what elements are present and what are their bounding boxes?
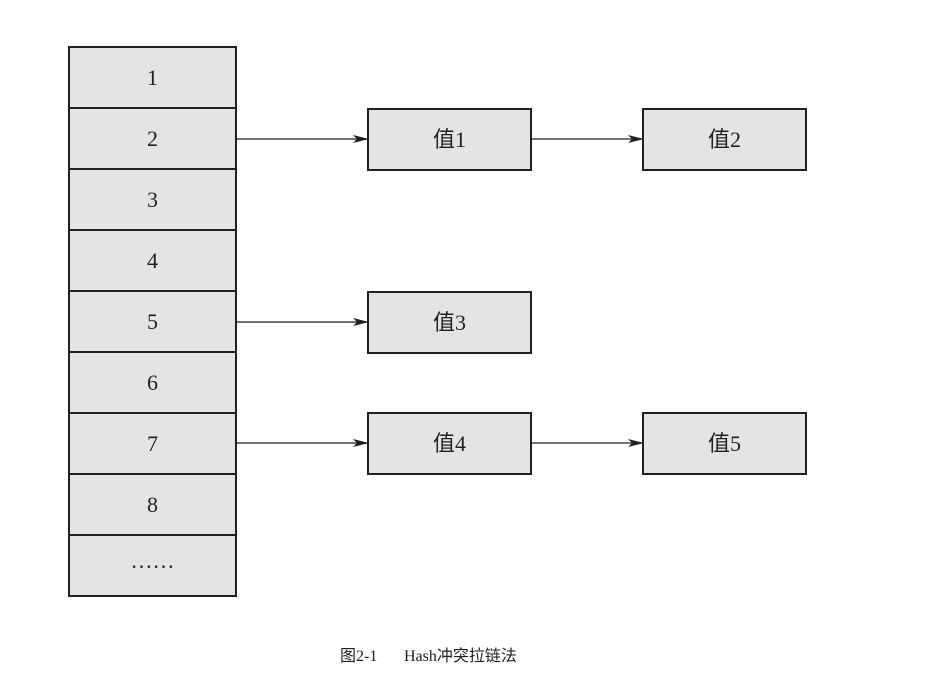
slot-box — [68, 351, 237, 414]
slot-box — [68, 229, 237, 292]
slot-label: 3 — [147, 187, 158, 212]
node-label: 值5 — [708, 431, 741, 456]
slot-label: 4 — [147, 248, 158, 273]
node-box — [642, 412, 807, 475]
node-label: 值4 — [433, 431, 466, 456]
hash-slot-7: 7 — [68, 412, 237, 475]
node-box — [367, 291, 532, 354]
hash-slot-4: 4 — [68, 229, 237, 292]
hash-slot-8: 8 — [68, 473, 237, 536]
node-box — [367, 412, 532, 475]
chain-node: 值2 — [642, 108, 807, 171]
hash-table: 1 2 3 4 5 6 7 8 — [68, 46, 237, 597]
slot-label: …… — [131, 548, 175, 573]
chain-node: 值5 — [642, 412, 807, 475]
node-label: 值1 — [433, 127, 466, 152]
hash-slot-3: 3 — [68, 168, 237, 231]
slot-label: 2 — [147, 126, 158, 151]
node-box — [642, 108, 807, 171]
slot-box — [68, 473, 237, 536]
figure-number: 图2-1 — [340, 648, 377, 665]
slot-label: 8 — [147, 492, 158, 517]
figure-title: Hash冲突拉链法 — [404, 647, 517, 665]
node-label: 值2 — [708, 127, 741, 152]
node-box — [367, 108, 532, 171]
slot-label: 7 — [147, 431, 158, 456]
slot-label: 6 — [147, 370, 158, 395]
hash-slot-5: 5 — [68, 290, 237, 353]
hash-slot-1: 1 — [68, 46, 237, 109]
slot-label: 5 — [147, 309, 158, 334]
figure-caption: 图2-1 Hash冲突拉链法 — [340, 647, 517, 665]
hash-slot-2: 2 — [68, 107, 237, 170]
node-label: 值3 — [433, 310, 466, 335]
chain-node: 值4 — [367, 412, 532, 475]
chain-node: 值1 — [367, 108, 532, 171]
chain-node: 值3 — [367, 291, 532, 354]
hash-slot-ellipsis: …… — [68, 534, 237, 597]
chain-1: 值1 值2 — [236, 108, 807, 171]
hash-slot-6: 6 — [68, 351, 237, 414]
slot-box — [68, 534, 237, 597]
chain-3: 值4 值5 — [236, 412, 807, 475]
slot-label: 1 — [147, 65, 158, 90]
chain-2: 值3 — [236, 291, 532, 354]
slot-box — [68, 46, 237, 109]
slot-box — [68, 107, 237, 170]
